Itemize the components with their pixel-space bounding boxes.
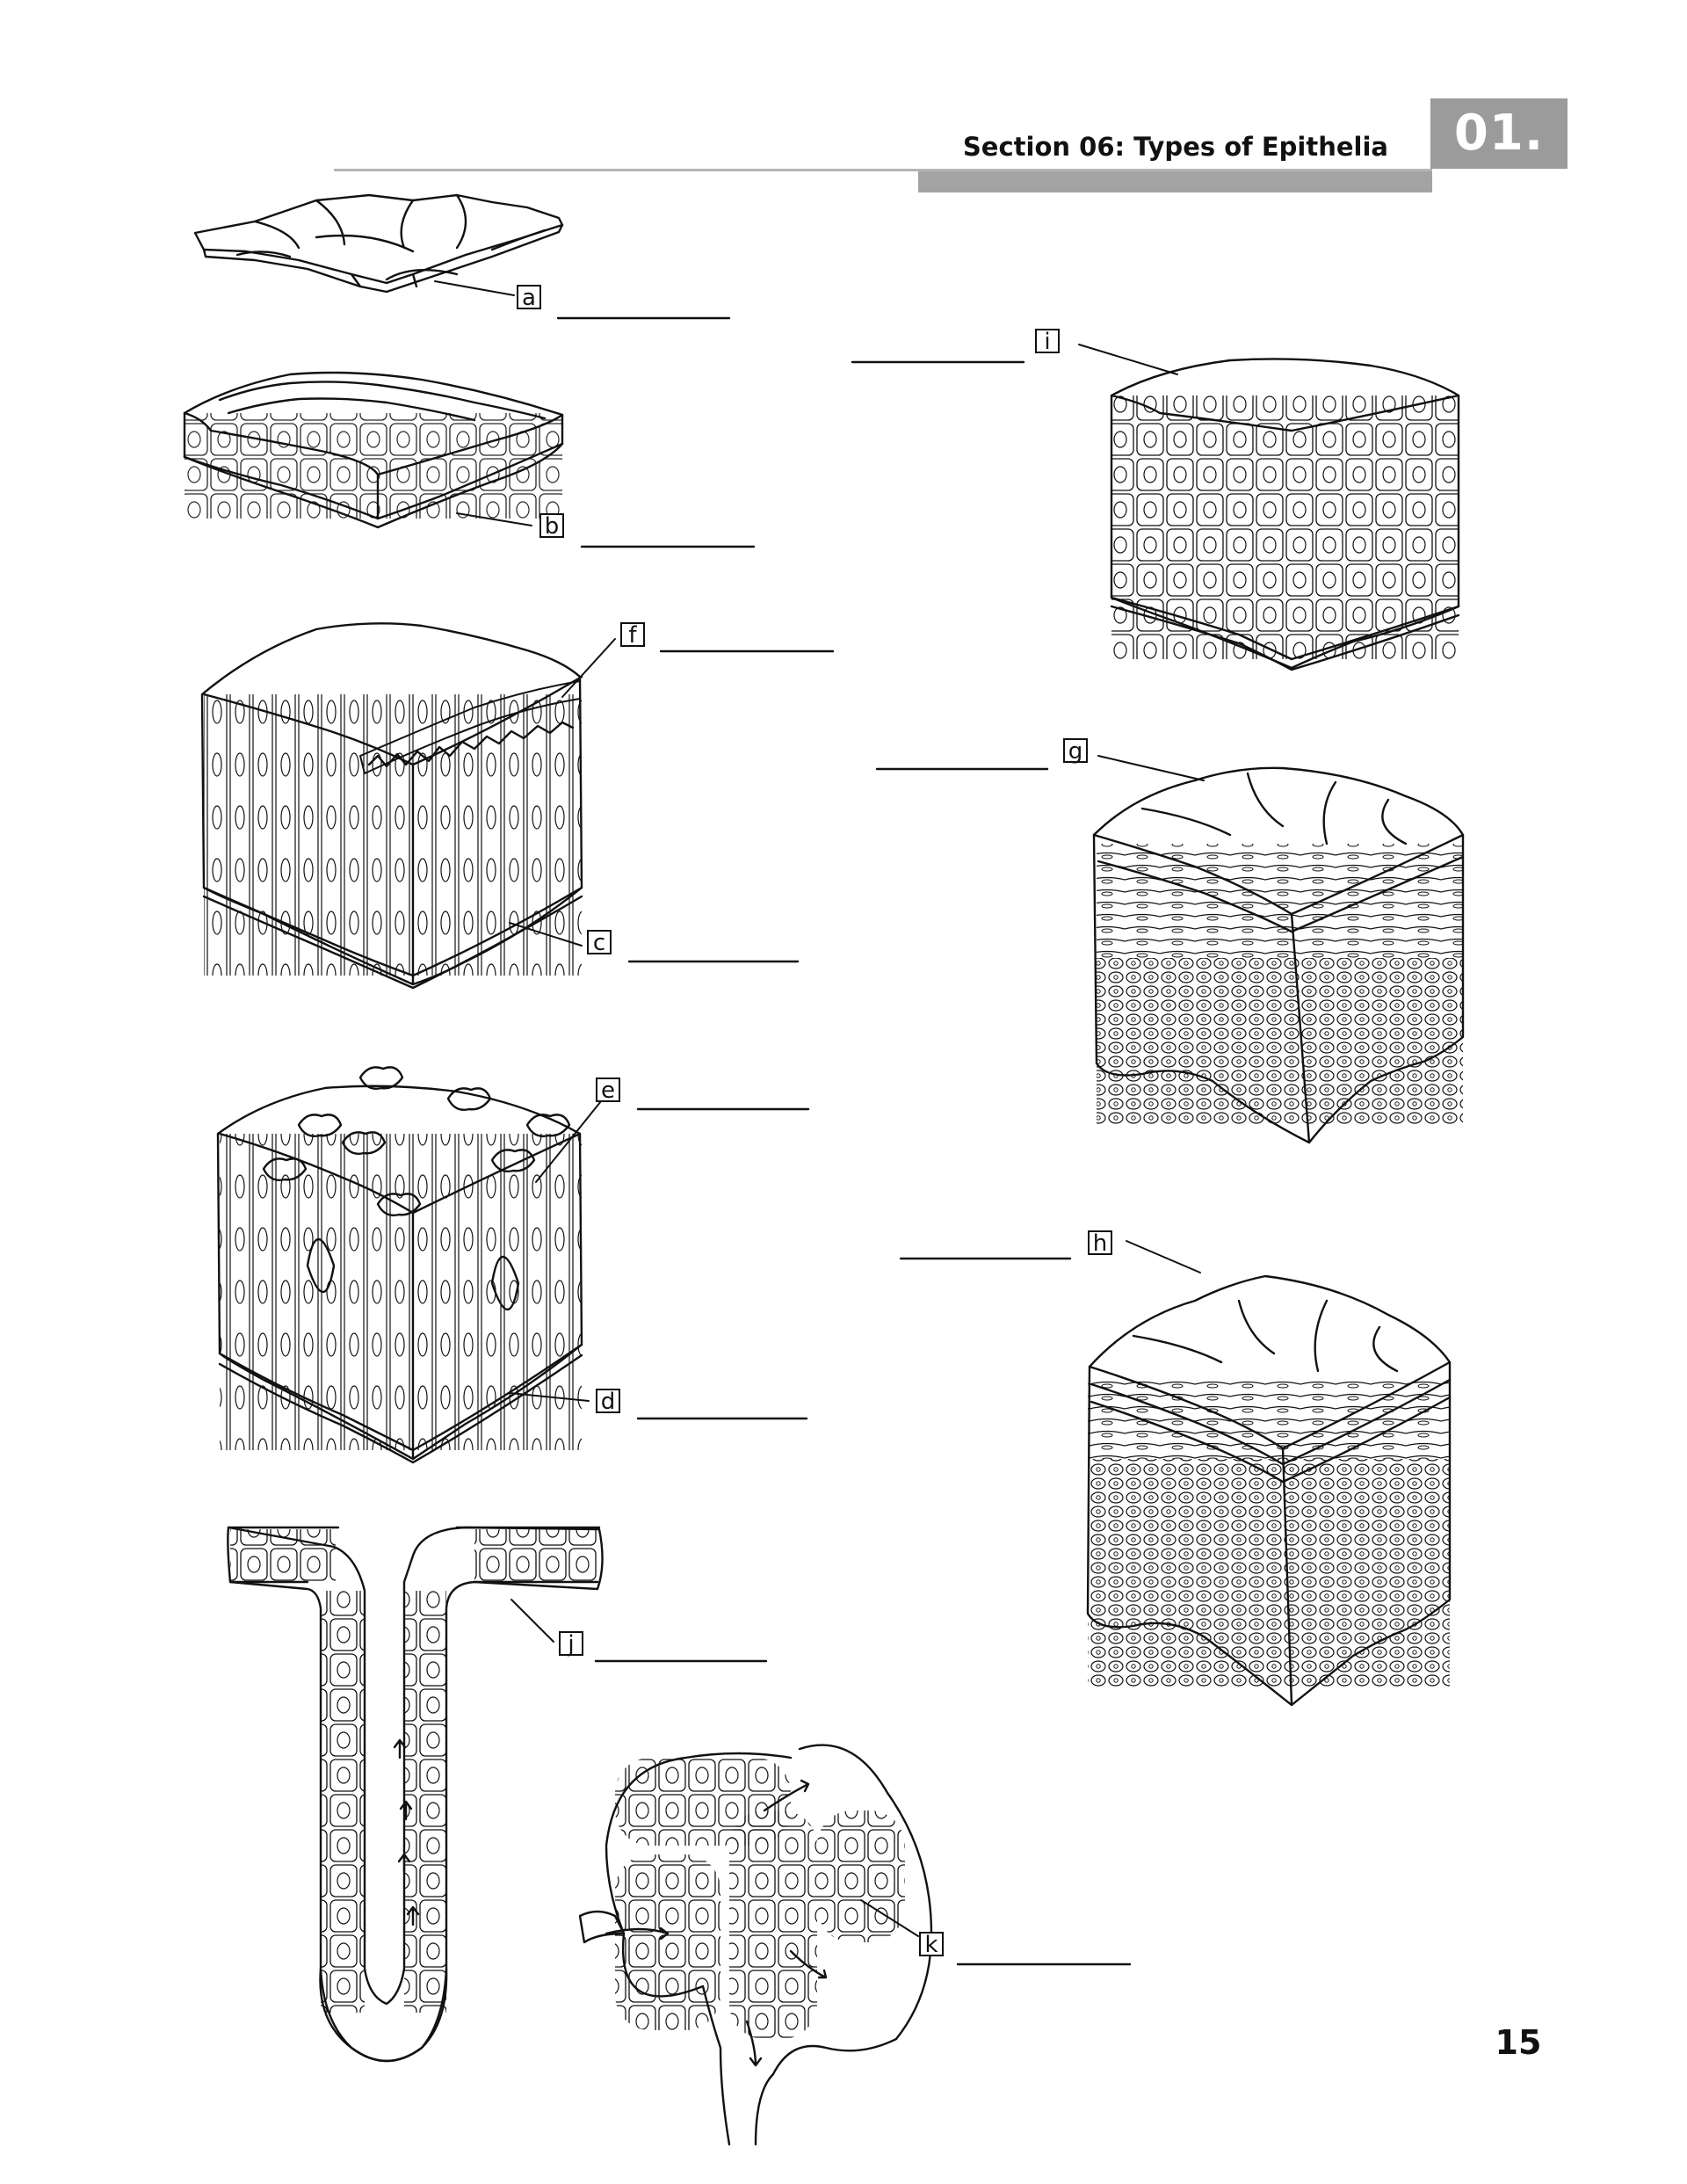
label-a: a — [517, 285, 541, 309]
label-i: i — [1035, 329, 1060, 353]
gland-j-tubular — [227, 1526, 604, 2063]
gland-k-acinar — [578, 1744, 933, 2146]
header-rule-thick — [918, 171, 1432, 192]
label-g: g — [1063, 738, 1088, 763]
section-badge: 01. — [1430, 98, 1568, 169]
label-c: c — [587, 930, 612, 954]
tissue-c-simple-columnar — [200, 622, 583, 990]
tissue-d-pseudostratified — [216, 1066, 583, 1464]
page-number: 15 — [1495, 2023, 1542, 2062]
label-f: f — [620, 622, 645, 647]
label-k: k — [919, 1932, 944, 1956]
label-b: b — [539, 513, 564, 538]
label-e: e — [596, 1077, 620, 1102]
section-title: Section 06: Types of Epithelia — [962, 132, 1388, 162]
label-j: j — [559, 1631, 583, 1656]
tissue-h-stratified-keratinized — [1086, 1274, 1452, 1707]
tissue-i-stratified-cuboidal — [1110, 358, 1460, 671]
tissue-b-simple-cuboidal — [183, 371, 564, 529]
tissue-g-stratified-squamous — [1092, 766, 1465, 1144]
header-rule-thin — [334, 169, 1432, 171]
label-d: d — [596, 1389, 620, 1413]
tissue-a-simple-squamous — [193, 193, 564, 294]
label-h: h — [1088, 1230, 1112, 1255]
